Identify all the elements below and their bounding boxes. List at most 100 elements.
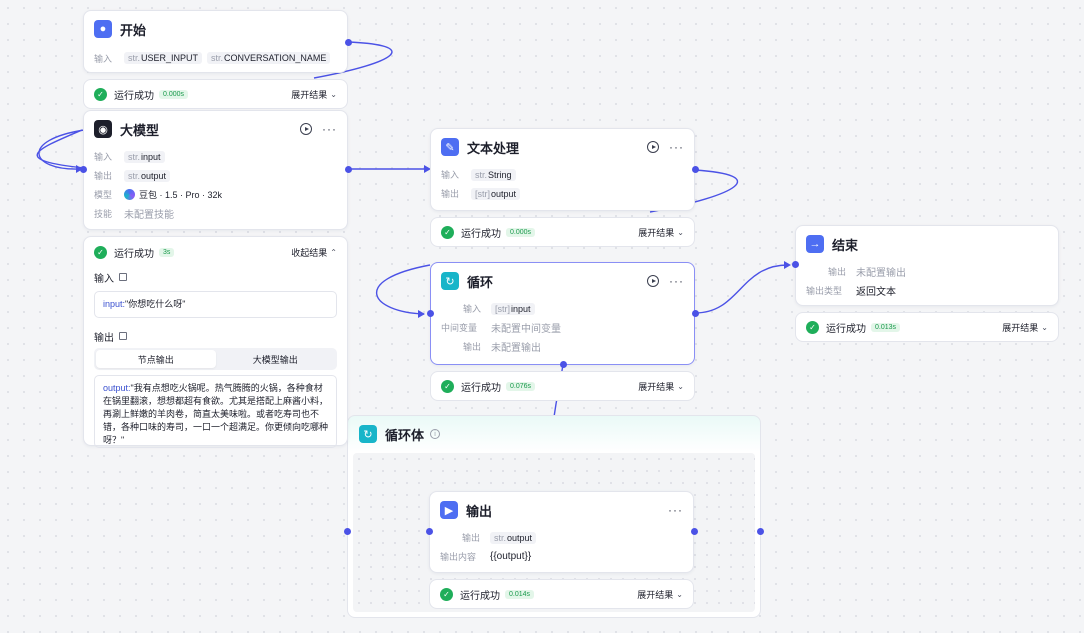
chevron-down-icon: ⌄ bbox=[1041, 322, 1048, 332]
start-input-tag: str.USER_INPUT bbox=[124, 52, 203, 64]
llm-icon: ◉ bbox=[94, 120, 112, 138]
tab-node-output[interactable]: 节点输出 bbox=[96, 350, 216, 368]
loop-output-label: 输出 bbox=[462, 342, 481, 352]
expand-result-button[interactable]: 展开结果⌄ bbox=[637, 589, 683, 600]
output-output-tag: str.output bbox=[490, 531, 537, 544]
text-output-port[interactable] bbox=[692, 166, 699, 173]
loop-status-bar[interactable]: ✓ 运行成功 0.076s 展开结果⌄ bbox=[430, 371, 695, 401]
loop-body-output-port[interactable] bbox=[757, 528, 764, 535]
tab-llm-output[interactable]: 大模型输出 bbox=[252, 354, 298, 365]
chevron-down-icon: ⌄ bbox=[676, 589, 683, 599]
status-text: 运行成功 bbox=[826, 323, 866, 335]
start-node-title: 开始 bbox=[120, 22, 147, 38]
info-icon[interactable]: i bbox=[430, 429, 441, 439]
edge-llm-loop-in2 bbox=[38, 129, 85, 170]
text-status-bar[interactable]: ✓ 运行成功 0.000s 展开结果⌄ bbox=[430, 217, 695, 247]
loop-input-label: 输入 bbox=[462, 304, 481, 314]
copy-icon[interactable] bbox=[119, 332, 127, 340]
llm-output-label: 输出 bbox=[94, 171, 113, 181]
end-node[interactable]: → 结束 输出 未配置输出 输出类型 返回文本 bbox=[795, 225, 1059, 306]
success-check-icon: ✓ bbox=[806, 320, 819, 334]
loop-var-label: 中间变量 bbox=[441, 323, 478, 333]
loop-icon: ↻ bbox=[441, 272, 459, 290]
chevron-up-icon: ⌃ bbox=[330, 247, 337, 257]
more-icon[interactable]: ··· bbox=[668, 503, 683, 517]
success-check-icon: ✓ bbox=[94, 245, 107, 259]
time-badge: 0.000s bbox=[506, 227, 536, 237]
output-content-label: 输出内容 bbox=[440, 552, 477, 562]
edge-llm-loop-in bbox=[36, 129, 85, 169]
chevron-down-icon: ⌄ bbox=[677, 381, 684, 391]
output-content-value: {{output}} bbox=[490, 551, 532, 562]
output-output-label: 输出 bbox=[461, 533, 480, 543]
time-badge: 0.014s bbox=[505, 589, 535, 599]
success-check-icon: ✓ bbox=[441, 225, 454, 239]
result-output-box: output:"我有点想吃火锅呢。热气腾腾的火锅，各种食材在锅里翻滚，想想都超有… bbox=[94, 375, 337, 448]
llm-node-title: 大模型 bbox=[120, 122, 160, 138]
more-icon[interactable]: ··· bbox=[669, 140, 684, 154]
status-text: 运行成功 bbox=[461, 228, 501, 240]
expand-result-button[interactable]: 展开结果⌄ bbox=[1002, 322, 1048, 333]
llm-output-port[interactable] bbox=[345, 166, 352, 173]
output-status-bar[interactable]: ✓ 运行成功 0.014s 展开结果⌄ bbox=[429, 579, 694, 609]
collapse-result-button[interactable]: 收起结果⌃ bbox=[291, 247, 337, 258]
end-input-port[interactable] bbox=[792, 261, 799, 268]
loop-node[interactable]: ↻ 循环 ··· 输入 [str]input 中间变量 未配置中间变量 输出 未… bbox=[430, 262, 695, 365]
llm-model-value: 豆包 · 1.5 · Pro · 32k bbox=[139, 190, 223, 200]
start-output-port[interactable] bbox=[345, 39, 352, 46]
loop-input-tag: [str]input bbox=[491, 302, 535, 315]
start-input-tag: str.CONVERSATION_NAME bbox=[207, 52, 331, 64]
llm-output-tag: str.output bbox=[124, 169, 171, 182]
time-badge: 0.013s bbox=[871, 322, 901, 332]
run-node-button[interactable] bbox=[300, 123, 312, 135]
edge-loop-end bbox=[694, 264, 789, 314]
time-badge: 3s bbox=[159, 247, 175, 257]
success-check-icon: ✓ bbox=[94, 87, 107, 101]
output-input-port[interactable] bbox=[426, 528, 433, 535]
chevron-down-icon: ⌄ bbox=[677, 227, 684, 237]
more-icon[interactable]: ··· bbox=[322, 122, 337, 136]
run-node-button[interactable] bbox=[647, 275, 659, 287]
llm-input-tag: str.input bbox=[124, 150, 165, 163]
doubao-model-icon bbox=[124, 189, 135, 200]
start-node[interactable]: ● 开始 输入 str.USER_INPUT str.CONVERSATION_… bbox=[83, 10, 348, 73]
text-input-label: 输入 bbox=[441, 170, 460, 180]
run-node-button[interactable] bbox=[647, 141, 659, 153]
start-status-bar[interactable]: ✓ 运行成功 0.000s 展开结果⌄ bbox=[83, 79, 348, 109]
status-text: 运行成功 bbox=[114, 90, 154, 102]
loop-output-port[interactable] bbox=[692, 310, 699, 317]
copy-icon[interactable] bbox=[119, 273, 127, 281]
start-input-label: 输入 bbox=[94, 53, 113, 64]
end-type-value: 返回文本 bbox=[856, 287, 896, 298]
loop-input-port[interactable] bbox=[427, 310, 434, 317]
time-badge: 0.076s bbox=[506, 381, 536, 391]
text-node-title: 文本处理 bbox=[467, 140, 520, 156]
expand-result-button[interactable]: 展开结果⌄ bbox=[638, 381, 684, 392]
end-output-value: 未配置输出 bbox=[856, 268, 906, 279]
loop-var-value: 未配置中间变量 bbox=[491, 324, 561, 335]
output-tab-switch[interactable]: 节点输出 大模型输出 bbox=[94, 348, 337, 370]
result-input-title: 输入 bbox=[94, 273, 114, 285]
llm-node[interactable]: ◉ 大模型 ··· 输入 str.input 输出 str.output 模型 … bbox=[83, 110, 348, 230]
result-output-title: 输出 bbox=[94, 332, 114, 344]
end-output-label: 输出 bbox=[827, 267, 846, 277]
loop-body-input-port[interactable] bbox=[344, 528, 351, 535]
output-output-port[interactable] bbox=[691, 528, 698, 535]
end-status-bar[interactable]: ✓ 运行成功 0.013s 展开结果⌄ bbox=[795, 312, 1059, 342]
status-text: 运行成功 bbox=[461, 382, 501, 394]
expand-result-button[interactable]: 展开结果⌄ bbox=[291, 89, 337, 100]
text-process-node[interactable]: ✎ 文本处理 ··· 输入 str.String 输出 [str]output bbox=[430, 128, 695, 211]
chevron-down-icon: ⌄ bbox=[330, 89, 337, 99]
more-icon[interactable]: ··· bbox=[669, 274, 684, 288]
status-text: 运行成功 bbox=[114, 248, 154, 260]
arrow-loop-back bbox=[418, 310, 425, 318]
edge-loop-back bbox=[376, 264, 431, 315]
llm-result-panel: ✓ 运行成功 3s 收起结果⌃ 输入 input:"你想吃什么呀" 输出 节点输… bbox=[83, 236, 348, 448]
llm-input-port[interactable] bbox=[80, 166, 87, 173]
success-check-icon: ✓ bbox=[441, 379, 454, 393]
output-node[interactable]: ▶ 输出 ··· 输出 str.output 输出内容 {{output}} bbox=[429, 491, 694, 573]
arrow-loop-end bbox=[784, 261, 791, 269]
expand-result-button[interactable]: 展开结果⌄ bbox=[638, 227, 684, 238]
llm-skill-value: 未配置技能 bbox=[124, 210, 174, 221]
loop-body-port[interactable] bbox=[560, 361, 567, 368]
